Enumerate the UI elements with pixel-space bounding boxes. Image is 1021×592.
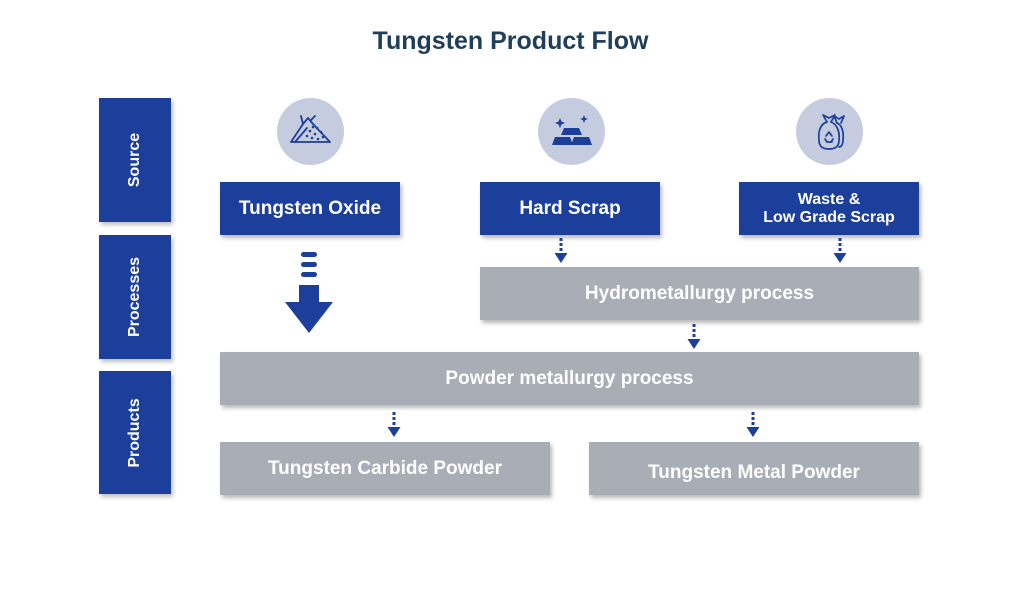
process-powder-metallurgy: Powder metallurgy process: [220, 352, 919, 405]
diagram-title: Tungsten Product Flow: [372, 27, 649, 55]
source-tungsten-oxide-label: Tungsten Oxide: [238, 197, 382, 219]
product-tungsten-carbide-powder: Tungsten Carbide Powder: [220, 442, 550, 495]
powder-pile-icon: [277, 98, 344, 165]
side-label-products-text: Products: [126, 397, 143, 468]
recycle-bags-icon: [796, 98, 863, 165]
side-label-source-text: Source: [126, 132, 143, 188]
source-hard-scrap: Hard Scrap: [480, 182, 660, 235]
source-tungsten-oxide: Tungsten Oxide: [220, 182, 400, 235]
process-hydrometallurgy-label: Hydrometallurgy process: [584, 282, 815, 304]
side-label-source: Source: [99, 98, 171, 222]
small-down-arrow-icon: [554, 238, 568, 263]
big-down-arrow-icon: [285, 252, 333, 333]
side-label-processes-text: Processes: [126, 256, 143, 338]
source-waste-label-line1: Waste &: [797, 190, 861, 208]
process-powder-metallurgy-label: Powder metallurgy process: [445, 367, 694, 389]
small-down-arrow-icon: [833, 238, 847, 263]
side-label-products: Products: [99, 371, 171, 494]
product-carbide-label: Tungsten Carbide Powder: [267, 457, 502, 479]
side-label-processes: Processes: [99, 235, 171, 359]
product-tungsten-metal-powder: Tungsten Metal Powder: [589, 442, 919, 495]
product-metal-label: Tungsten Metal Powder: [648, 461, 860, 483]
source-waste-label-line2: Low Grade Scrap: [763, 208, 895, 226]
source-hard-scrap-label: Hard Scrap: [519, 197, 621, 219]
metal-bars-icon: [538, 98, 605, 165]
process-hydrometallurgy: Hydrometallurgy process: [480, 267, 919, 320]
small-down-arrow-icon: [387, 412, 401, 437]
small-down-arrow-icon: [746, 412, 760, 437]
source-waste-low-grade-scrap: Waste & Low Grade Scrap: [739, 182, 919, 235]
small-down-arrow-icon: [687, 324, 701, 349]
